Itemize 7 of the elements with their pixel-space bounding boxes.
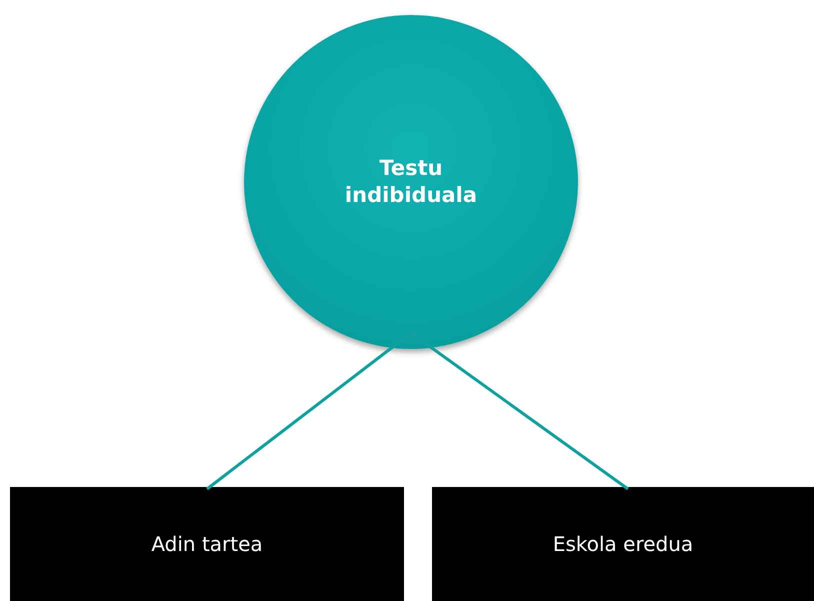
label-box	[432, 487, 814, 601]
arrow	[408, 331, 629, 490]
label-box	[10, 487, 404, 601]
node-label: Eskola eredua	[552, 532, 694, 556]
arrow	[206, 331, 414, 490]
node-label: Testu indibiduala	[344, 154, 478, 209]
node-label: Adin tartea	[151, 532, 263, 556]
